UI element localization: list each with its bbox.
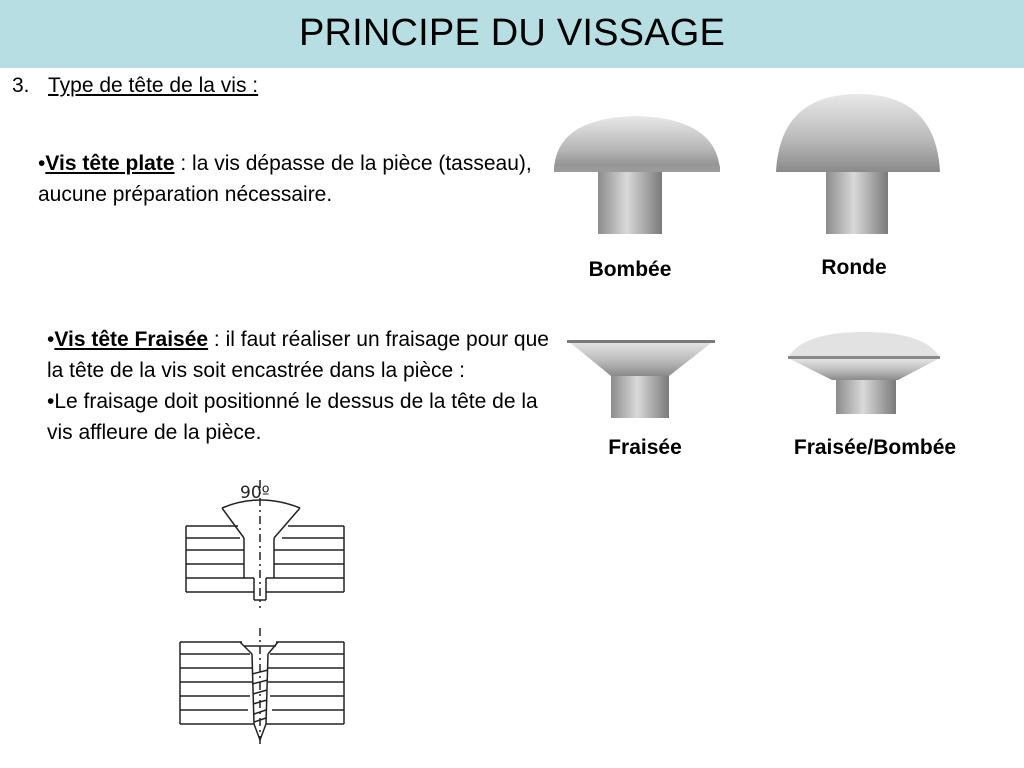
section-number: 3.	[12, 74, 30, 97]
bullet: •	[47, 390, 55, 413]
bullet: •	[38, 152, 46, 175]
desc-fraisage: Le fraisage doit positionné le dessus de…	[47, 390, 538, 444]
term-vis-tete-fraisee: Vis tête Fraisée	[54, 328, 209, 351]
countersink-technical-drawing: 90º	[179, 480, 345, 748]
paragraph-vis-tete-fraisee: •Vis tête Fraisée : il faut réaliser un …	[47, 324, 567, 448]
section-heading: 3. Type de tête de la vis :	[12, 74, 258, 98]
desc-vis-tete-plate: : la vis dépasse de la pièce (tasseau), …	[38, 152, 532, 206]
desc-vis-tete-fraisee: : il faut réaliser un fraisage pour que …	[47, 328, 549, 382]
screw-fraisee-bombee-image	[788, 332, 940, 414]
section-label: Type de tête de la vis :	[48, 74, 259, 97]
caption-fraisee: Fraisée	[608, 436, 682, 459]
screw-ronde-image	[776, 94, 940, 234]
title-bar: PRINCIPE DU VISSAGE	[0, 0, 1024, 68]
caption-bombee: Bombée	[588, 258, 672, 281]
screw-fraisee-image	[567, 340, 715, 418]
screw-bombee-image	[554, 116, 720, 234]
slide-title: PRINCIPE DU VISSAGE	[298, 12, 726, 54]
paragraph-vis-tete-plate: •Vis tête plate : la vis dépasse de la p…	[38, 148, 538, 210]
caption-fraisee-bombee: Fraisée/Bombée	[793, 436, 957, 459]
caption-ronde: Ronde	[821, 256, 887, 279]
angle-label: 90º	[240, 483, 270, 503]
term-vis-tete-plate: Vis tête plate	[45, 152, 175, 175]
bullet: •	[47, 328, 55, 351]
